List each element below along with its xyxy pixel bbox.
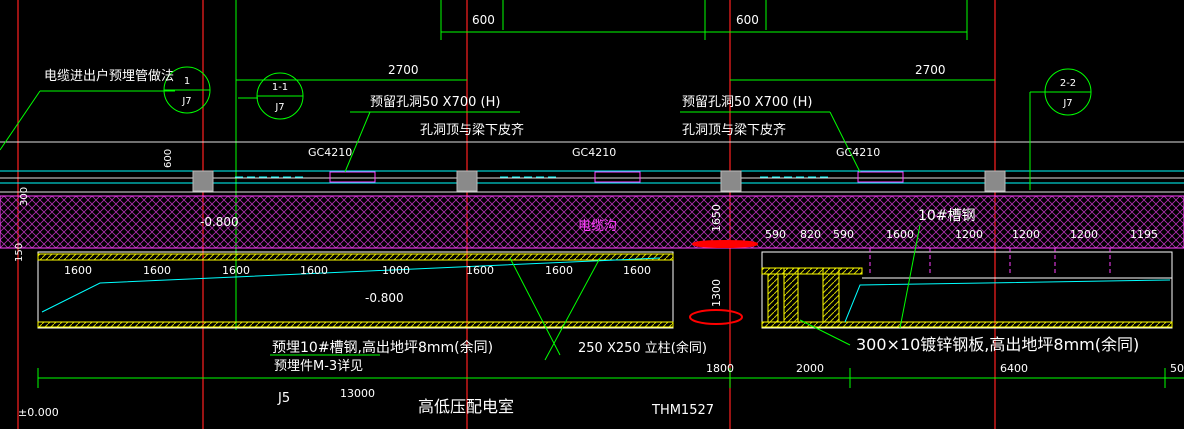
- channel-label: 10#槽钢: [918, 208, 976, 224]
- level-zero: ±0.000: [18, 406, 59, 419]
- bubble-2-2: 2-2 J7: [1044, 68, 1092, 116]
- side-dim-150: 150: [14, 243, 25, 262]
- mid-dim-2: 2700: [915, 63, 946, 77]
- left-trench-dim-8: 1600: [623, 264, 651, 277]
- label-cable-entry: 电缆进出户预埋管做法: [44, 68, 174, 84]
- top-dimension-lines: [235, 0, 995, 330]
- bubble-1-bottom: J7: [181, 96, 191, 107]
- right-trench-dim-8: 1195: [1130, 228, 1158, 241]
- note-column: 250 X250 立柱(余同): [578, 340, 707, 356]
- level-minus-800-b: -0.800: [365, 291, 404, 305]
- bubble-1-top: 1: [184, 76, 190, 87]
- level-minus-800-a: -0.800: [200, 215, 239, 229]
- trench-hatch: [0, 195, 1184, 249]
- side-dim-300: 300: [19, 187, 30, 206]
- bubble-2-2-top: 2-2: [1060, 78, 1076, 89]
- bubble-1: 1 J7: [163, 66, 211, 114]
- right-trench-dim-4: 1600: [886, 228, 914, 241]
- right-trench-dim-7: 1200: [1070, 228, 1098, 241]
- left-trench-dim-5: 1000: [382, 264, 410, 277]
- right-trench-dim-6: 1200: [1012, 228, 1040, 241]
- room-label: 高低压配电室: [418, 397, 514, 416]
- bubble-1-1-top: 1-1: [272, 82, 288, 93]
- mid-dim-1: 2700: [388, 63, 419, 77]
- bubble-1-1-bottom: J7: [274, 102, 284, 113]
- left-trench-dim-1: 1600: [64, 264, 92, 277]
- opening-sub-2: 孔洞顶与梁下皮齐: [682, 122, 786, 138]
- columns: [192, 170, 1006, 192]
- bottom-dim-6400: 6400: [1000, 362, 1028, 375]
- bottom-dim-1800: 1800: [706, 362, 734, 375]
- left-trench-dim-2: 1600: [143, 264, 171, 277]
- beam-label-1: GC4210: [308, 146, 352, 159]
- side-dim-600: 600: [163, 149, 174, 168]
- right-trench-dim-2: 820: [800, 228, 821, 241]
- dim-1300: 1300: [710, 279, 723, 307]
- equipment-label: THM1527: [651, 403, 714, 418]
- top-dim-1: 600: [472, 13, 495, 27]
- right-trench-dim-3: 590: [833, 228, 854, 241]
- opening-note-1: 预留孔洞50 X700 (H): [370, 95, 500, 110]
- left-trench: [37, 251, 674, 329]
- note-embedded-channel: 预埋10#槽钢,高出地坪8mm(余同): [272, 339, 493, 356]
- top-dim-2: 600: [736, 13, 759, 27]
- leader-lines: [0, 90, 1045, 361]
- note-embedded-part: 预埋件M-3详见: [274, 359, 363, 374]
- bubble-2-2-bottom: J7: [1062, 98, 1072, 109]
- red-markers: [689, 240, 758, 325]
- right-trench: [761, 251, 1173, 329]
- trench-label: 电缆沟: [578, 218, 617, 234]
- dim-13000: 13000: [340, 387, 375, 400]
- bottom-dimension-lines: [37, 368, 1184, 388]
- right-trench-dim-5: 1200: [955, 228, 983, 241]
- bubble-1-1: 1-1 J7: [256, 72, 304, 120]
- grid-label-j5: J5: [277, 391, 290, 406]
- right-trench-ticks: [869, 248, 1111, 276]
- note-steel-plate: 300×10镀锌钢板,高出地坪8mm(余同): [856, 335, 1139, 354]
- bottom-dim-2000: 2000: [796, 362, 824, 375]
- dim-1650: 1650: [710, 204, 723, 232]
- left-trench-dim-6: 1600: [466, 264, 494, 277]
- opening-note-2: 预留孔洞50 X700 (H): [682, 95, 812, 110]
- left-trench-dim-4: 1600: [300, 264, 328, 277]
- beam-label-2: GC4210: [572, 146, 616, 159]
- bottom-dim-50: 50: [1170, 362, 1184, 375]
- right-trench-dim-1: 590: [765, 228, 786, 241]
- beam-label-3: GC4210: [836, 146, 880, 159]
- opening-sub-1: 孔洞顶与梁下皮齐: [420, 122, 524, 138]
- left-trench-dim-7: 1600: [545, 264, 573, 277]
- left-trench-dim-3: 1600: [222, 264, 250, 277]
- beam-lines: [0, 170, 1184, 184]
